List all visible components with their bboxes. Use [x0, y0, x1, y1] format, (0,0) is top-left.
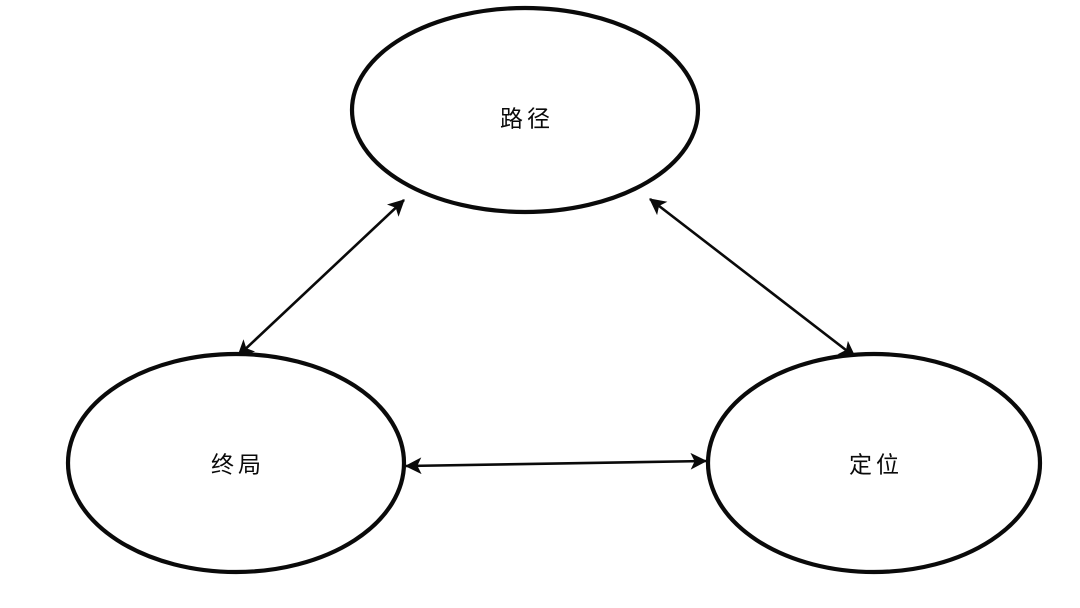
connector-group	[237, 197, 856, 475]
node-path-ellipse[interactable]	[349, 5, 701, 215]
node-positioning[interactable]: 定位	[705, 351, 1043, 575]
connector-endgame-path[interactable]	[237, 199, 405, 357]
node-path[interactable]: 路径	[349, 5, 701, 215]
node-positioning-label: 定位	[849, 453, 903, 479]
connector-endgame-positioning[interactable]	[404, 452, 708, 475]
node-endgame[interactable]: 终局	[65, 351, 407, 575]
node-endgame-ellipse[interactable]	[65, 351, 407, 575]
node-positioning-ellipse[interactable]	[705, 351, 1043, 575]
connector-path-positioning[interactable]	[649, 197, 856, 359]
node-path-label: 路径	[500, 107, 554, 133]
node-endgame-label: 终局	[211, 453, 265, 479]
